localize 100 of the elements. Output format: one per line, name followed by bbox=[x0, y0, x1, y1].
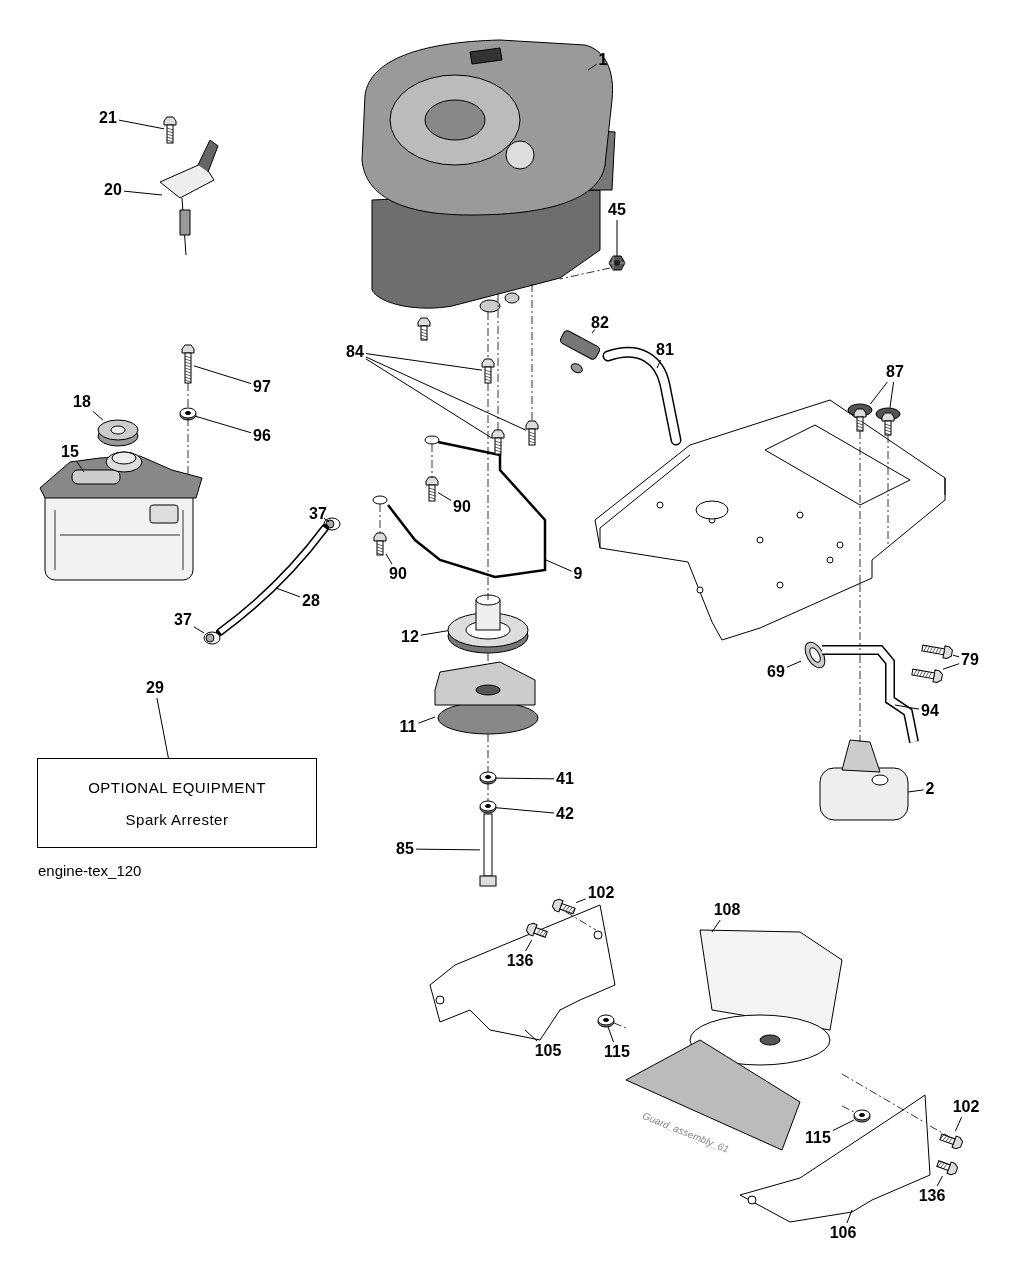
knob bbox=[875, 407, 901, 436]
bolt bbox=[921, 644, 953, 659]
centerline bbox=[859, 654, 861, 743]
clutch-drawing bbox=[434, 661, 539, 735]
centerline bbox=[379, 503, 381, 535]
bolt bbox=[479, 813, 497, 887]
centerline bbox=[187, 417, 189, 477]
callout-number: 1 bbox=[597, 51, 609, 69]
callout-number: 28 bbox=[301, 592, 321, 610]
callout-number: 37 bbox=[173, 611, 193, 629]
centerline bbox=[487, 576, 489, 601]
callout-number: 37 bbox=[308, 505, 328, 523]
callout-number: 90 bbox=[388, 565, 408, 583]
leader-line bbox=[587, 63, 598, 71]
wire-rod bbox=[372, 435, 547, 579]
callout-number: 102 bbox=[951, 1098, 981, 1116]
leader-line bbox=[952, 654, 960, 658]
callout-number: 21 bbox=[98, 109, 118, 127]
callout-number: 42 bbox=[555, 805, 575, 823]
callout-number: 11 bbox=[398, 718, 418, 736]
callout-number: 12 bbox=[400, 628, 420, 646]
centerline bbox=[497, 293, 499, 432]
centerline bbox=[487, 781, 489, 802]
bracket bbox=[429, 904, 616, 1041]
callout-number: 29 bbox=[145, 679, 165, 697]
bolt bbox=[481, 358, 495, 384]
leader-line bbox=[954, 1116, 963, 1132]
box-text: OPTIONAL EQUIPMENT bbox=[88, 778, 266, 796]
leader-line bbox=[591, 328, 596, 334]
bolt bbox=[525, 420, 539, 446]
leader-line bbox=[889, 381, 895, 409]
callout-number: 96 bbox=[252, 427, 272, 445]
leader-line bbox=[123, 190, 163, 196]
washer bbox=[479, 800, 497, 814]
leader-line bbox=[437, 492, 452, 501]
callout-number: 82 bbox=[590, 314, 610, 332]
centerline bbox=[487, 733, 489, 773]
callout-number: 9 bbox=[572, 565, 584, 583]
leader-line bbox=[195, 415, 252, 434]
leader-line bbox=[545, 559, 573, 572]
callout-number: 18 bbox=[72, 393, 92, 411]
centerline bbox=[431, 443, 433, 479]
bolt bbox=[911, 668, 943, 683]
leader-line bbox=[524, 1029, 538, 1042]
gasket bbox=[804, 641, 826, 669]
callout-number: 94 bbox=[920, 702, 940, 720]
callout-number: 85 bbox=[395, 840, 415, 858]
bolt bbox=[525, 922, 548, 938]
centerline bbox=[187, 382, 189, 409]
leader-line bbox=[616, 219, 618, 257]
leader-line bbox=[365, 358, 493, 439]
note-box bbox=[37, 758, 317, 848]
bolt bbox=[936, 1160, 959, 1176]
leader-line bbox=[365, 353, 483, 371]
leader-line bbox=[607, 1026, 614, 1043]
leader-line bbox=[92, 410, 104, 421]
leader-line bbox=[942, 663, 960, 670]
callout-number: 84 bbox=[345, 343, 365, 361]
centerline bbox=[841, 1073, 925, 1123]
hose-clamp bbox=[323, 517, 341, 531]
leader-line bbox=[656, 359, 662, 369]
callout-number: 136 bbox=[917, 1187, 947, 1205]
leader-line bbox=[936, 1175, 943, 1187]
bolt bbox=[939, 1133, 964, 1150]
leader-line bbox=[275, 587, 301, 598]
leader-line bbox=[575, 898, 587, 904]
centerline bbox=[613, 1022, 627, 1029]
washer bbox=[179, 407, 197, 421]
nut bbox=[608, 255, 626, 271]
callout-number: 108 bbox=[712, 901, 742, 919]
centerline bbox=[929, 1125, 949, 1137]
leader-line bbox=[118, 119, 165, 130]
callout-number: 136 bbox=[505, 952, 535, 970]
centerline bbox=[841, 1105, 855, 1113]
callout-number: 90 bbox=[452, 498, 472, 516]
leader-line bbox=[76, 461, 85, 473]
hose bbox=[216, 524, 329, 636]
callout-number: 69 bbox=[766, 663, 786, 681]
leader-line bbox=[193, 365, 252, 385]
drawing-code: engine-tex_120 bbox=[38, 862, 142, 879]
callout-number: 115 bbox=[603, 1043, 631, 1061]
leader-line bbox=[711, 919, 721, 933]
muffler-drawing bbox=[819, 739, 909, 821]
leader-line bbox=[832, 1119, 855, 1132]
callout-number: 115 bbox=[804, 1129, 832, 1147]
callout-number: 102 bbox=[586, 884, 616, 902]
leader-line bbox=[495, 807, 555, 814]
callout-number: 41 bbox=[555, 770, 575, 788]
centerline bbox=[559, 267, 611, 280]
leader-line bbox=[323, 517, 330, 523]
centerline bbox=[487, 382, 489, 575]
callout-number: 79 bbox=[960, 651, 980, 669]
callout-number: 105 bbox=[533, 1042, 563, 1060]
fuel-cap bbox=[97, 419, 139, 447]
washer bbox=[479, 771, 497, 785]
leader-line bbox=[417, 716, 436, 724]
washer bbox=[853, 1109, 871, 1123]
fuel-filter bbox=[558, 328, 602, 374]
box-text: Spark Arrester bbox=[125, 810, 229, 828]
screw bbox=[163, 116, 177, 144]
